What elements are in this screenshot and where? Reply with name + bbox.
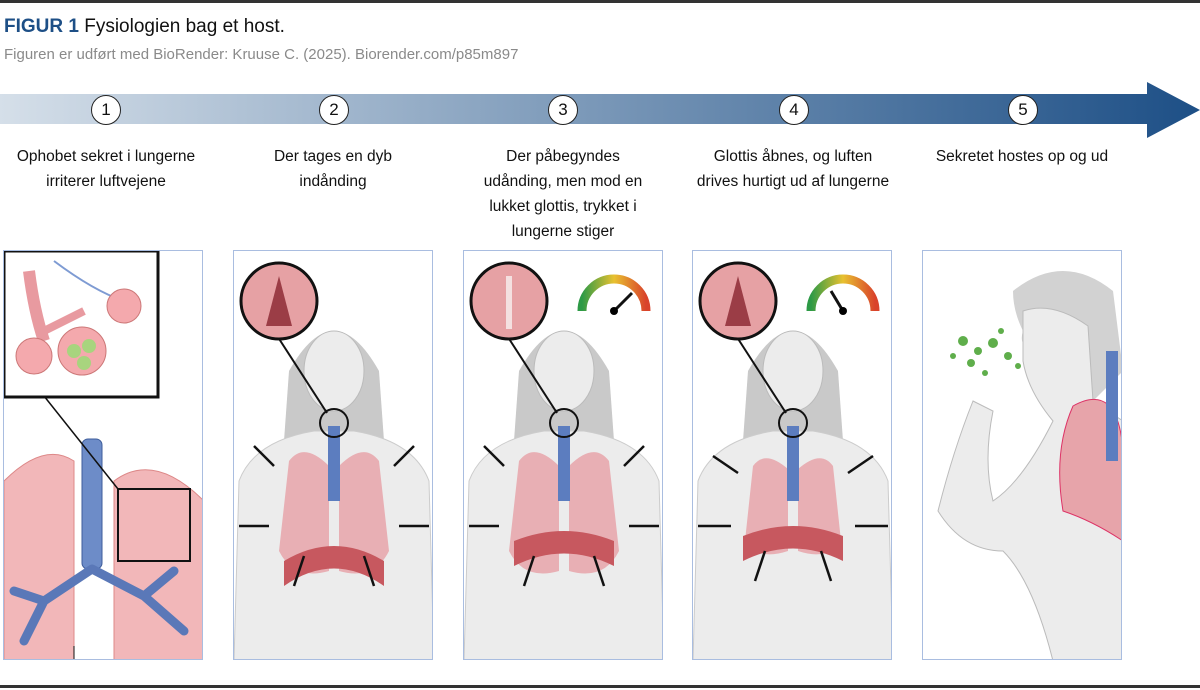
- step-text-3: Der påbegyndes udånding, men mod en lukk…: [483, 148, 643, 240]
- step-number-4: 4: [779, 95, 809, 125]
- inhalation-illustration: [234, 261, 432, 659]
- step-number-1: 1: [91, 95, 121, 125]
- figure-label: FIGUR 1: [4, 16, 79, 37]
- lungs-illustration: [4, 251, 202, 659]
- compression-arrows: [469, 445, 659, 587]
- top-rule: [0, 0, 1200, 3]
- step-text-4: Glottis åbnes, og luften drives hurtigt …: [696, 148, 890, 190]
- panel-deep-inhalation: [233, 250, 433, 660]
- pressure-gauge-medium: [806, 274, 880, 315]
- mucus-droplets: [950, 328, 1021, 376]
- compression-arrows: [698, 454, 888, 582]
- step-text-1: Ophobet sekret i lungerne irriterer luft…: [16, 148, 196, 190]
- figure-title: FIGUR 1 Fysiologien bag et host.: [4, 16, 285, 38]
- figure-title-text: Fysiologien bag et host.: [84, 16, 285, 37]
- panel-closed-glottis: [463, 250, 663, 660]
- step-text-2: Der tages en dyb indånding: [273, 148, 393, 190]
- step-number-5: 5: [1008, 95, 1038, 125]
- pressure-gauge-high: [577, 274, 651, 315]
- panel-glottis-opens: [692, 250, 892, 660]
- step-text-5: Sekretet hostes op og ud: [935, 148, 1109, 165]
- step-number-2: 2: [319, 95, 349, 125]
- glottis-opens-illustration: [693, 261, 891, 659]
- timeline-arrow: [0, 82, 1200, 138]
- panel-cough-out: [922, 250, 1122, 660]
- expansion-arrows: [239, 445, 429, 587]
- figure-credit: Figuren er udført med BioRender: Kruuse …: [4, 46, 519, 63]
- step-number-3: 3: [548, 95, 578, 125]
- closed-glottis-illustration: [464, 261, 662, 659]
- cough-illustration: [937, 271, 1121, 659]
- bottom-rule: [0, 685, 1200, 688]
- panel-lungs-irritation: [3, 250, 203, 660]
